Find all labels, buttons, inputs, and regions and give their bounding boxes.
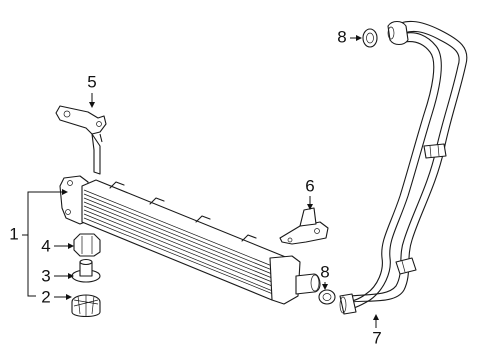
seal-ring-lower[interactable]: [318, 289, 336, 305]
callout-leaders: [22, 35, 379, 328]
cooler-bracket[interactable]: [55, 105, 107, 175]
upper-insulator[interactable]: [73, 233, 101, 257]
cooler-lines[interactable]: [339, 20, 468, 315]
callout-7: 7: [372, 328, 381, 347]
callout-2: 2: [41, 287, 50, 306]
side-bracket[interactable]: [279, 207, 329, 245]
callout-1: 1: [9, 224, 18, 243]
callout-4: 4: [41, 236, 50, 255]
callout-8-lower: 8: [320, 262, 329, 281]
callout-8-upper: 8: [337, 27, 346, 46]
oil-cooler-body[interactable]: [59, 175, 321, 305]
callout-6: 6: [305, 176, 314, 195]
seal-ring-upper[interactable]: [362, 28, 378, 48]
callout-5: 5: [87, 72, 96, 91]
lower-mount-insulator[interactable]: [71, 294, 101, 318]
cooler-fins: [83, 189, 283, 297]
mount-bushing[interactable]: [71, 258, 101, 283]
callout-3: 3: [41, 266, 50, 285]
